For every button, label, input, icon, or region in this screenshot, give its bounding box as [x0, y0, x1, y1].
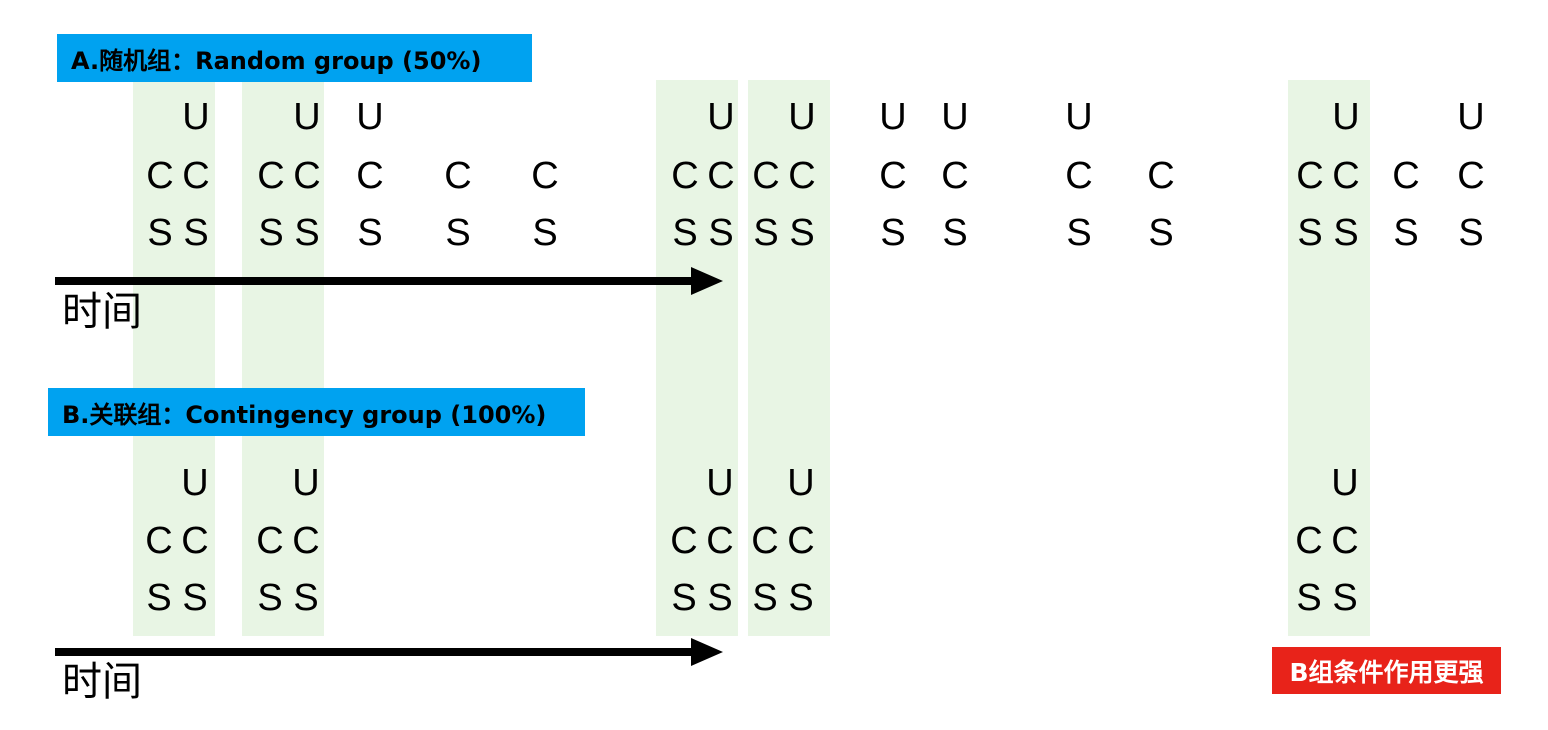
panel-b-c-glyph: C [670, 520, 698, 562]
panel-a-s-glyph: S [183, 212, 209, 254]
panel-a-u-glyph: U [879, 96, 907, 138]
panel-b-s-glyph: S [146, 577, 172, 619]
panel-a-u-glyph: U [356, 96, 384, 138]
panel-a-c-glyph: C [707, 155, 735, 197]
panel-b-s-glyph: S [671, 577, 697, 619]
panel-a-u-glyph: U [941, 96, 969, 138]
panel-a-s-glyph: S [708, 212, 734, 254]
panel-a-c-glyph: C [293, 155, 321, 197]
panel-b-s-glyph: S [293, 577, 319, 619]
panel-a-s-glyph: S [147, 212, 173, 254]
panel-a-s-glyph: S [1333, 212, 1359, 254]
panel-a-time-label: 时间 [62, 289, 142, 335]
panel-a-u-glyph: U [788, 96, 816, 138]
panel-a-c-glyph: C [444, 155, 472, 197]
panel-b-u-glyph: U [787, 462, 815, 504]
panel-a-s-glyph: S [942, 212, 968, 254]
panel-a-s-glyph: S [1066, 212, 1092, 254]
pairing-band-5 [1288, 80, 1370, 636]
panel-a-s-glyph: S [1393, 212, 1419, 254]
pairing-band-2 [242, 80, 324, 636]
panel-a-s-glyph: S [294, 212, 320, 254]
panel-b-u-glyph: U [292, 462, 320, 504]
panel-b-u-glyph: U [1331, 462, 1359, 504]
panel-a-c-glyph: C [356, 155, 384, 197]
panel-a-u-glyph: U [1065, 96, 1093, 138]
panel-a-s-glyph: S [258, 212, 284, 254]
panel-b-u-glyph: U [181, 462, 209, 504]
panel-a-s-glyph: S [1458, 212, 1484, 254]
panel-a-u-glyph: U [1332, 96, 1360, 138]
panel-b-s-glyph: S [182, 577, 208, 619]
panel-b-c-glyph: C [706, 520, 734, 562]
panel-a-title: A.随机组：Random group (50%) [57, 34, 532, 82]
panel-b-title-text: B.关联组：Contingency group (100%) [62, 400, 547, 429]
pairing-band-3 [656, 80, 738, 636]
panel-a-s-glyph: S [753, 212, 779, 254]
panel-a-c-glyph: C [879, 155, 907, 197]
panel-a-c-glyph: C [531, 155, 559, 197]
panel-a-c-glyph: C [146, 155, 174, 197]
pairing-band-4 [748, 80, 830, 636]
panel-b-title: B.关联组：Contingency group (100%) [48, 388, 585, 436]
panel-b-s-glyph: S [707, 577, 733, 619]
panel-a-c-glyph: C [788, 155, 816, 197]
panel-a-s-glyph: S [445, 212, 471, 254]
panel-b-s-glyph: S [257, 577, 283, 619]
panel-b-c-glyph: C [181, 520, 209, 562]
panel-b-c-glyph: C [1295, 520, 1323, 562]
panel-a-c-glyph: C [671, 155, 699, 197]
panel-a-c-glyph: C [1065, 155, 1093, 197]
conclusion-callout: B组条件作用更强 [1272, 647, 1501, 694]
panel-a-c-glyph: C [941, 155, 969, 197]
panel-b-c-glyph: C [787, 520, 815, 562]
panel-a-s-glyph: S [357, 212, 383, 254]
panel-a-c-glyph: C [1296, 155, 1324, 197]
panel-a-time-arrow [55, 267, 723, 295]
panel-b-c-glyph: C [256, 520, 284, 562]
panel-a-u-glyph: U [1457, 96, 1485, 138]
panel-a-c-glyph: C [1147, 155, 1175, 197]
panel-a-title-text: A.随机组：Random group (50%) [71, 46, 482, 75]
panel-a-s-glyph: S [1297, 212, 1323, 254]
panel-b-c-glyph: C [751, 520, 779, 562]
panel-a-u-glyph: U [293, 96, 321, 138]
panel-a-s-glyph: S [1148, 212, 1174, 254]
panel-a-s-glyph: S [532, 212, 558, 254]
panel-b-u-glyph: U [706, 462, 734, 504]
panel-a-s-glyph: S [880, 212, 906, 254]
panel-a-u-glyph: U [707, 96, 735, 138]
panel-b-time-label: 时间 [62, 659, 142, 705]
panel-b-s-glyph: S [752, 577, 778, 619]
panel-b-time-arrow [55, 638, 723, 666]
conclusion-text: B组条件作用更强 [1289, 657, 1484, 687]
panel-a-c-glyph: C [182, 155, 210, 197]
panel-a-c-glyph: C [752, 155, 780, 197]
panel-b-s-glyph: S [1296, 577, 1322, 619]
panel-a-c-glyph: C [1392, 155, 1420, 197]
panel-a-s-glyph: S [672, 212, 698, 254]
panel-b-s-glyph: S [788, 577, 814, 619]
panel-a-u-glyph: U [182, 96, 210, 138]
panel-a-s-glyph: S [789, 212, 815, 254]
panel-b-c-glyph: C [292, 520, 320, 562]
panel-a-c-glyph: C [1332, 155, 1360, 197]
panel-b-c-glyph: C [1331, 520, 1359, 562]
panel-a-c-glyph: C [257, 155, 285, 197]
panel-b-c-glyph: C [145, 520, 173, 562]
panel-b-s-glyph: S [1332, 577, 1358, 619]
pairing-band-1 [133, 80, 215, 636]
panel-a-c-glyph: C [1457, 155, 1485, 197]
